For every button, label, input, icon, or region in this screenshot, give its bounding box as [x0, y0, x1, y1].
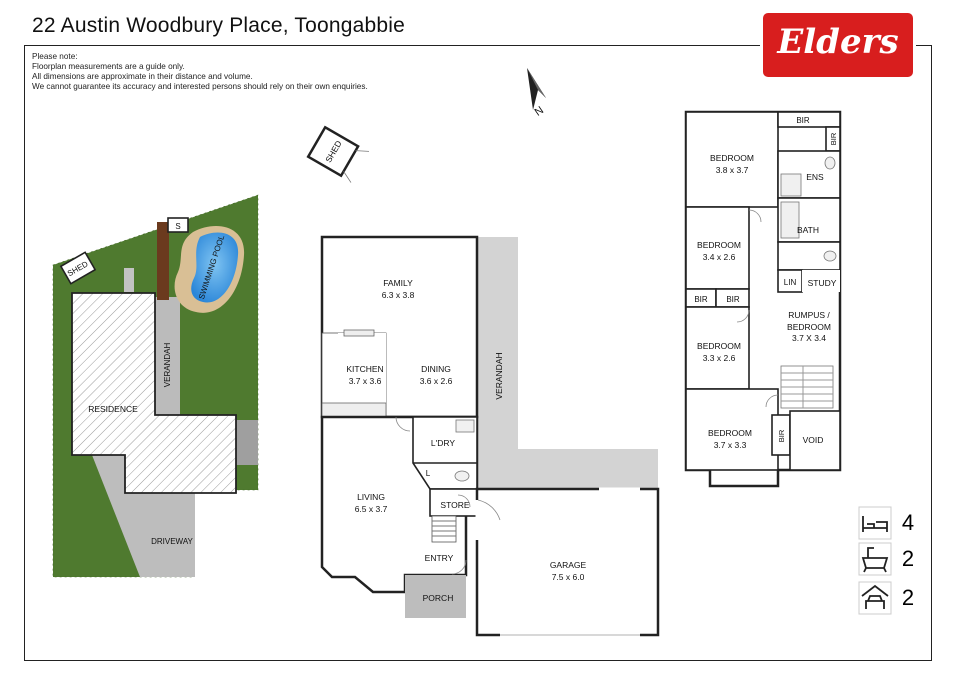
- bath-label: BATH: [797, 225, 819, 235]
- study-label: STUDY: [808, 278, 837, 288]
- car-icon: [858, 581, 892, 615]
- ground-floor-plan: FAMILY 6.3 x 3.8 KITCHEN 3.7 x 3.6 DININ…: [320, 235, 660, 637]
- residence-footprint: [71, 292, 237, 494]
- bir-top-label: BIR: [796, 116, 810, 125]
- bedroom2-size: 3.4 x 2.6: [703, 252, 736, 262]
- garage-stat: 2: [858, 581, 914, 615]
- bedroom4-size: 3.7 x 3.3: [714, 440, 747, 450]
- garage-label: GARAGE: [550, 560, 587, 570]
- kitchen-label: KITCHEN: [346, 364, 383, 374]
- tree-strip: [157, 222, 169, 300]
- rumpus-label-1: RUMPUS /: [788, 310, 830, 320]
- logo-text: Elders: [777, 22, 899, 62]
- store-label: STORE: [440, 500, 469, 510]
- bir-top: [777, 111, 841, 128]
- ensuite-label: ENS: [806, 172, 824, 182]
- bedroom1-label: BEDROOM: [710, 153, 754, 163]
- bedroom4-label: BEDROOM: [708, 428, 752, 438]
- bedroom3-label: BEDROOM: [697, 341, 741, 351]
- linen-label: LIN: [784, 278, 797, 287]
- kitchen-size: 3.7 x 3.6: [349, 376, 382, 386]
- dining-size: 3.6 x 2.6: [420, 376, 453, 386]
- bedroom-count: 4: [902, 510, 914, 535]
- entry-label: ENTRY: [425, 553, 454, 563]
- bedroom1-size: 3.8 x 3.7: [716, 165, 749, 175]
- bathroom-count: 2: [902, 546, 914, 571]
- rumpus-label-2: BEDROOM: [787, 322, 831, 332]
- detached-shed: [306, 125, 370, 183]
- bathroom-stat: 2: [858, 542, 914, 576]
- site-plan: S SHED SWIMMING POOL VERANDAH RESIDENCE …: [52, 194, 259, 578]
- first-floor-plan: BEDROOM 3.8 x 3.7 BIR BIR ENS BATH BEDRO…: [684, 110, 842, 488]
- elders-logo[interactable]: Elders: [763, 13, 913, 77]
- site-small-shed-label: S: [175, 222, 180, 231]
- garage: [475, 487, 660, 637]
- laundry-label: L'DRY: [431, 438, 455, 448]
- compass-arrow: [527, 68, 546, 110]
- garage-size: 7.5 x 6.0: [552, 572, 585, 582]
- linen-label: L: [426, 469, 431, 478]
- site-residence-label: RESIDENCE: [88, 404, 138, 414]
- swimming-pool: [191, 232, 239, 303]
- bedroom-stat: 4: [858, 506, 914, 540]
- rumpus-size: 3.7 X 3.4: [792, 333, 826, 343]
- family-size: 6.3 x 3.8: [382, 290, 415, 300]
- verandah-area: [477, 237, 658, 489]
- note-line: Please note:: [32, 52, 78, 61]
- verandah-label: VERANDAH: [494, 352, 504, 399]
- page-title: 22 Austin Woodbury Place, Toongabbie: [32, 14, 406, 37]
- living-size: 6.5 x 3.7: [355, 504, 388, 514]
- plan-frame: [24, 45, 932, 661]
- bir-side-label: BIR: [829, 132, 838, 145]
- living-label: LIVING: [357, 492, 385, 502]
- bir-right-label: BIR: [726, 295, 740, 304]
- path-strip: [124, 268, 134, 292]
- dining-label: DINING: [421, 364, 451, 374]
- disclaimer-notes: Please note: Floorplan measurements are …: [32, 52, 368, 92]
- site-shed: [59, 251, 97, 285]
- porch: [405, 575, 466, 618]
- site-driveway-label: DRIVEWAY: [151, 537, 193, 546]
- family-label: FAMILY: [383, 278, 413, 288]
- compass-north-label: N: [533, 104, 546, 118]
- side-path: [236, 420, 258, 465]
- small-shed: [167, 217, 189, 233]
- bedroom2-label: BEDROOM: [697, 240, 741, 250]
- site-verandah-label: VERANDAH: [163, 343, 172, 388]
- note-line: Floorplan measurements are a guide only.: [32, 62, 185, 71]
- garage-count: 2: [902, 585, 914, 610]
- void-label: VOID: [803, 435, 824, 445]
- bir-left-label: BIR: [694, 295, 708, 304]
- porch-label: PORCH: [423, 593, 454, 603]
- north-compass: N: [527, 68, 546, 119]
- stairs: [431, 515, 457, 543]
- bir-bed4-label: BIR: [777, 429, 786, 442]
- note-line: We cannot guarantee its accuracy and int…: [32, 82, 368, 91]
- bed-icon: [858, 506, 892, 540]
- bedroom3-size: 3.3 x 2.6: [703, 353, 736, 363]
- note-line: All dimensions are approximate in their …: [32, 72, 253, 81]
- void-area: [789, 410, 841, 471]
- study-nook: [802, 270, 840, 292]
